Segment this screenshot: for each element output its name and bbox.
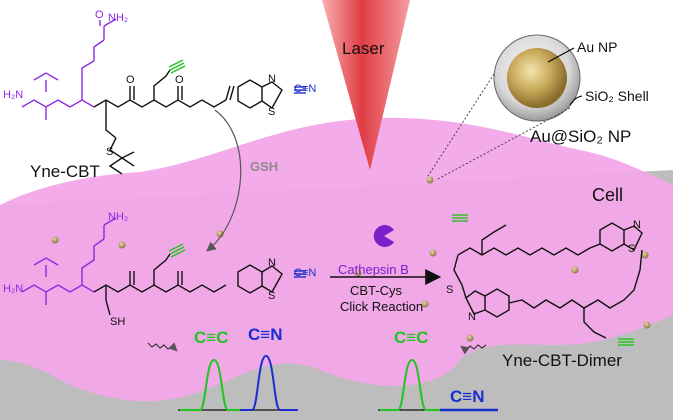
zoom-line-right bbox=[435, 107, 571, 181]
atom-o-top-1: O bbox=[126, 74, 135, 86]
atom-nh2-low: NH₂ bbox=[108, 211, 129, 223]
au-np-label: Au NP bbox=[577, 39, 618, 55]
atom-n-top-ring: N bbox=[268, 73, 276, 85]
nitrile-label-after: C≡N bbox=[450, 387, 485, 406]
zoom-line-left bbox=[427, 73, 495, 177]
atom-nh2-top: NH₂ bbox=[108, 12, 129, 24]
atom-h2n-top: H₂N bbox=[3, 89, 24, 101]
reduced-yne-cbt-structure bbox=[21, 217, 306, 316]
gsh-arrow bbox=[206, 109, 242, 252]
sio2-shell-label: SiO₂ Shell bbox=[585, 88, 649, 104]
alkyne-label-after: C≡C bbox=[394, 328, 429, 347]
atom-cn-top: C≡N bbox=[294, 83, 317, 95]
atom-o-top-urea: O bbox=[95, 9, 104, 21]
cathepsin-b-icon bbox=[373, 225, 394, 247]
atom-s-low-ring: S bbox=[268, 290, 276, 302]
au-core bbox=[507, 48, 567, 108]
dimer-structure bbox=[452, 214, 643, 346]
atom-s-dimer-2: S bbox=[628, 243, 636, 255]
atom-n-dimer-1: N bbox=[633, 219, 641, 231]
spectrum-after bbox=[378, 358, 498, 412]
nitrile-label-before: C≡N bbox=[248, 325, 283, 344]
atom-cn-low: C≡N bbox=[294, 267, 317, 279]
atom-n-low-ring: N bbox=[268, 257, 276, 269]
alkyne-label-before: C≡C bbox=[194, 328, 229, 347]
atom-n-dimer-2: N bbox=[468, 311, 476, 323]
scatter-arrow-right bbox=[460, 344, 487, 355]
au-sio2-np-label: Au@SiO₂ NP bbox=[530, 127, 632, 146]
cbt-cys-label: CBT-Cys bbox=[350, 283, 402, 298]
alkyne-peak-before bbox=[180, 358, 240, 411]
atom-h2n-low: H₂N bbox=[3, 283, 24, 295]
atom-sh-low: SH bbox=[110, 316, 126, 328]
atom-s-dimer-1: S bbox=[446, 284, 454, 296]
cathepsin-b-label: Cathepsin B bbox=[338, 262, 409, 277]
atom-o-top-2: O bbox=[175, 74, 184, 86]
scatter-arrow-left bbox=[147, 342, 178, 352]
spectrum-before bbox=[178, 354, 298, 411]
nanoparticle-dots bbox=[51, 176, 651, 342]
atom-s-top-ring: S bbox=[268, 106, 276, 118]
laser-beam bbox=[322, 0, 410, 170]
atom-s-top-1: S bbox=[106, 146, 114, 158]
gsh-label: GSH bbox=[250, 159, 279, 174]
laser-label: Laser bbox=[342, 39, 385, 58]
alkyne-peak-after bbox=[380, 358, 440, 411]
yne-cbt-label: Yne-CBT bbox=[30, 162, 100, 181]
cell-label: Cell bbox=[592, 185, 624, 205]
yne-cbt-structure bbox=[21, 18, 306, 175]
nitrile-peak-before bbox=[240, 354, 298, 411]
cell-body bbox=[0, 117, 673, 402]
yne-cbt-dimer-label: Yne-CBT-Dimer bbox=[502, 351, 622, 370]
click-reaction-label: Click Reaction bbox=[340, 299, 424, 314]
